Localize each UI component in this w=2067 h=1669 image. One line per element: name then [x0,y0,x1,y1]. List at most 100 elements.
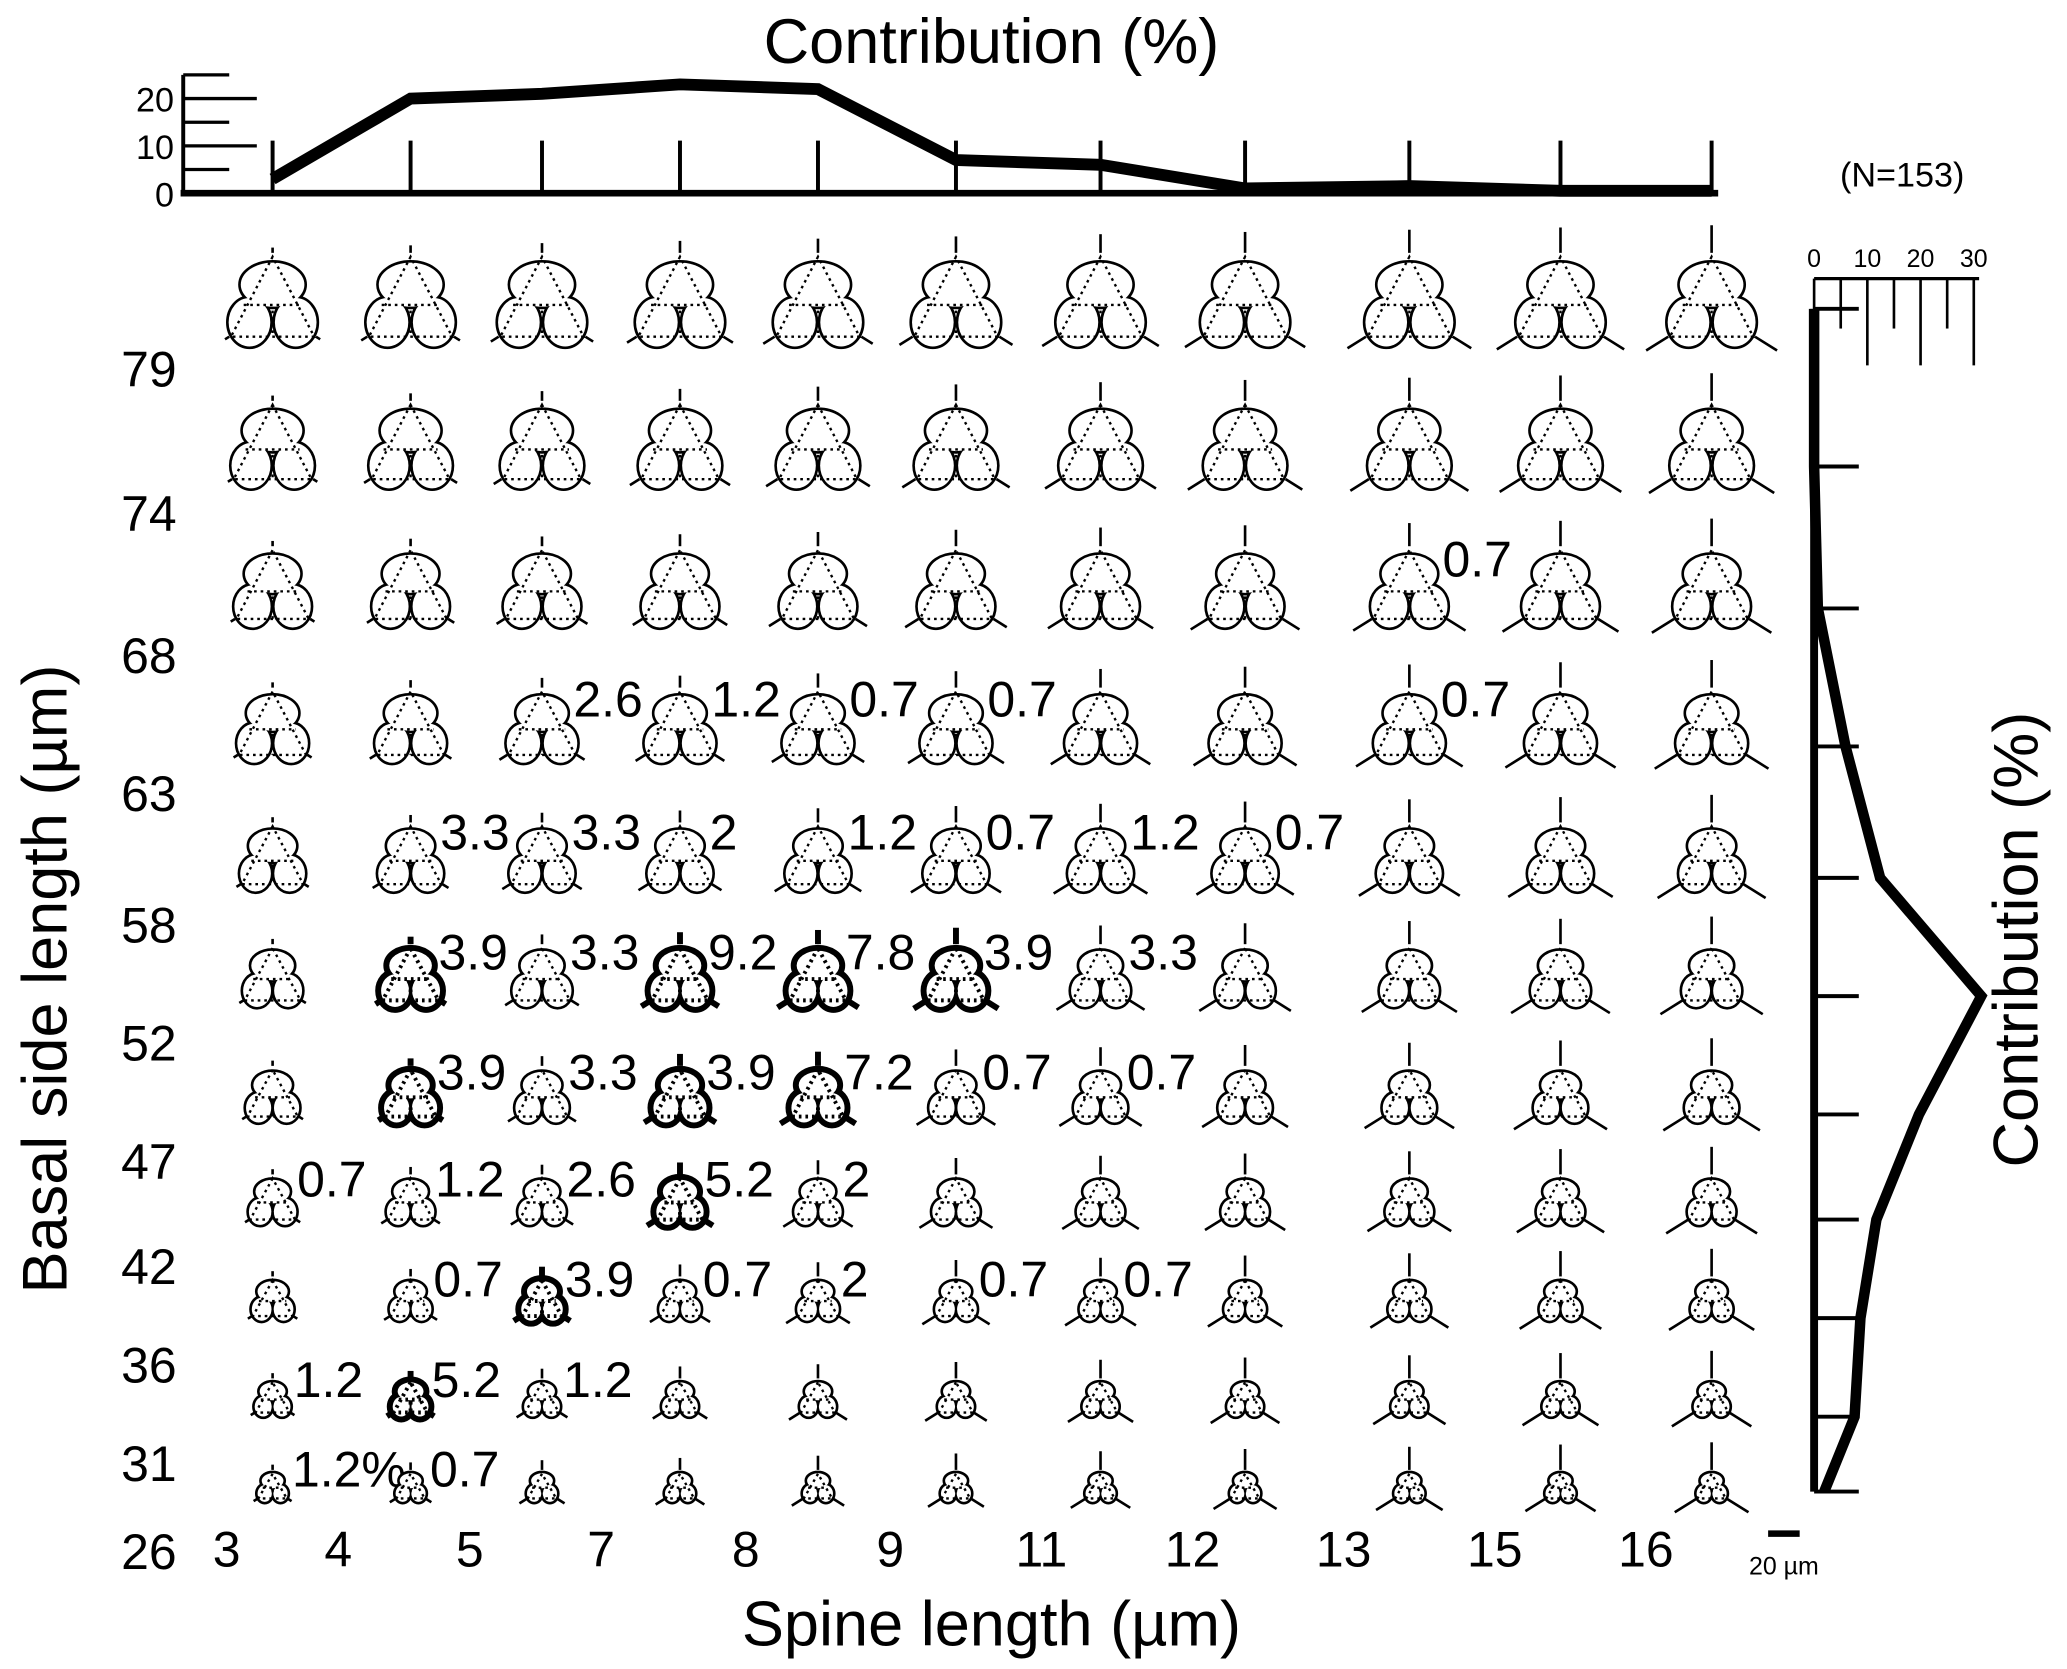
lobe-fill [273,1093,300,1123]
dotted-outline [639,402,721,481]
lobe-fill [957,855,989,892]
cell-shape [1349,377,1470,492]
lobe-fill [1537,829,1584,863]
lobe-fill [411,1297,432,1321]
lobe-fill [647,855,679,892]
lobe-fill [372,585,409,628]
lobe-fill [681,723,716,763]
dotted-outline [366,254,455,338]
lobe-fill [791,1093,817,1123]
lobe-fill [524,1179,560,1204]
cell-shape [639,932,721,1013]
x-tick-label: 13 [1316,1521,1372,1577]
lobe-fill [1686,695,1738,731]
lobe-fill [1230,1281,1261,1302]
lobe-fill [1543,1179,1578,1204]
spine-line [578,617,589,625]
cell-value-label: 2 [710,805,738,861]
spine-line [450,478,458,485]
lobe-fill [680,1485,695,1502]
dotted-outline [1215,945,1275,1002]
dotted-outline [250,1277,295,1318]
lobe-fill [1410,1485,1425,1502]
dotted-outline [1056,254,1145,338]
dotted-outline [799,1379,837,1414]
lobe-fill [274,855,305,892]
lobe-fill [652,554,708,593]
lobe-fill [1410,1198,1434,1225]
spine-line [227,478,233,483]
lobe-fill [1411,723,1445,763]
lobe-fill [680,1396,698,1417]
spine-line [854,617,868,628]
cell-shape [1372,1355,1447,1426]
dotted-outline [915,402,997,481]
cell-value-label: 0.7 [982,1044,1051,1100]
spine-line [567,1115,577,1123]
lobe-fill [957,1198,980,1225]
cell-shape [371,814,450,895]
lobe-fill [926,974,955,1007]
spine-line [1187,478,1206,491]
cell-shape [626,240,734,350]
cell-shape [369,680,453,766]
lobe-fill [1059,442,1099,489]
cell-shape [498,677,586,766]
lobe-fill [1368,442,1408,489]
lobe-fill [1247,585,1284,628]
cell-shape [383,1268,438,1324]
lobe-fill [1204,442,1243,489]
spine-line [300,999,307,1005]
top-y-tick-label: 10 [136,129,174,167]
spine-line [626,335,638,344]
lobe-fill [1101,1093,1128,1123]
cell-shape [512,1266,572,1327]
dotted-outline [239,823,306,886]
dotted-outline [498,254,586,338]
lobe-fill [1392,1179,1427,1204]
spine-line [433,1218,441,1225]
spine-line [504,999,514,1007]
cell-shape [1041,234,1160,350]
spine-line [1437,999,1458,1014]
x-tick-label: 5 [456,1521,484,1577]
lobe-fill [1541,1071,1580,1099]
dotted-outline [1516,254,1605,338]
spine-line [852,753,865,764]
spine-line [1591,883,1614,898]
lobe-fill [1539,1297,1560,1321]
lobe-fill [1562,442,1602,489]
spine-line [303,883,310,888]
lobe-fill [412,297,455,347]
cell-shape [1504,662,1617,769]
cell-shape [645,1162,715,1231]
lobe-fill [1072,554,1129,593]
spine-line [380,1218,388,1225]
lobe-fill [1215,974,1244,1007]
lobe-fill [1213,262,1277,307]
cell-shape [244,1169,301,1228]
dotted-outline [1527,823,1594,886]
x-axis-title: Spine length (µm) [742,1589,1241,1659]
spine-line [918,1218,934,1229]
dotted-outline [1670,402,1753,481]
lobe-fill [1379,974,1408,1007]
dotted-outline [1544,1471,1577,1500]
dotted-outline [1070,945,1131,1002]
lobe-fill [412,585,449,628]
cell-value-label: 3.9 [706,1044,775,1100]
spine-line [654,1497,666,1506]
cell-value-label: 1.2% [292,1442,406,1498]
lobe-fill [658,950,702,981]
dotted-outline [382,1065,440,1119]
dotted-outline [1379,945,1440,1002]
spine-line [1665,1218,1689,1235]
spine-line [992,617,1008,629]
spine-line [515,1411,526,1419]
lobe-fill [938,1179,974,1204]
dotted-outline [1376,823,1442,886]
lobe-fill [1377,262,1442,307]
lobe-fill [820,442,860,489]
